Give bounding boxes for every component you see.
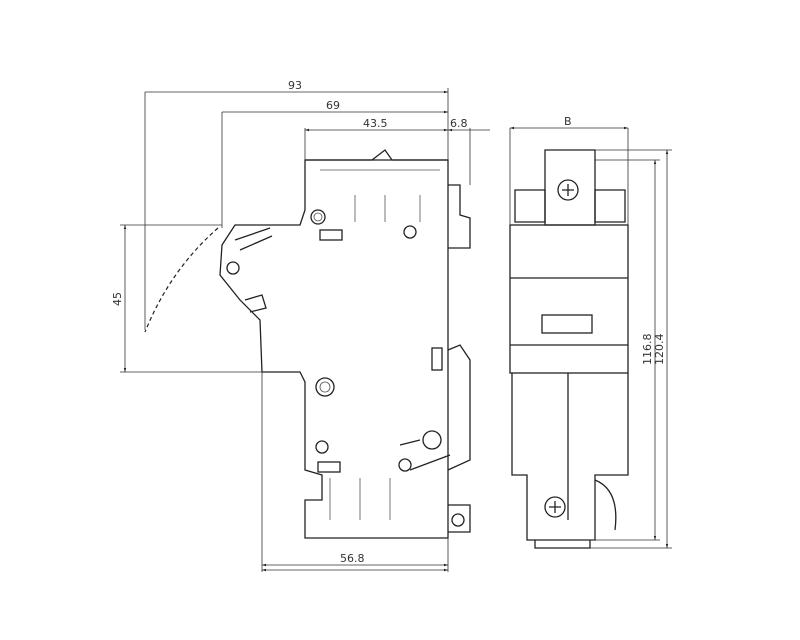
dim-116-8: 116.8 <box>641 334 654 366</box>
dimension-labels: 93 69 43.5 6.8 B 45 116.8 120.4 56.8 <box>111 79 666 565</box>
dim-93: 93 <box>288 79 302 92</box>
front-view <box>509 149 629 549</box>
side-view <box>144 149 471 539</box>
dim-45: 45 <box>111 292 124 306</box>
dim-69: 69 <box>326 99 340 112</box>
dim-56-8: 56.8 <box>340 552 365 565</box>
dimensions <box>120 88 672 572</box>
dim-120-4: 120.4 <box>653 334 666 366</box>
dim-6-8: 6.8 <box>450 117 468 130</box>
dim-width-b: B <box>564 115 572 128</box>
dim-43-5: 43.5 <box>363 117 388 130</box>
